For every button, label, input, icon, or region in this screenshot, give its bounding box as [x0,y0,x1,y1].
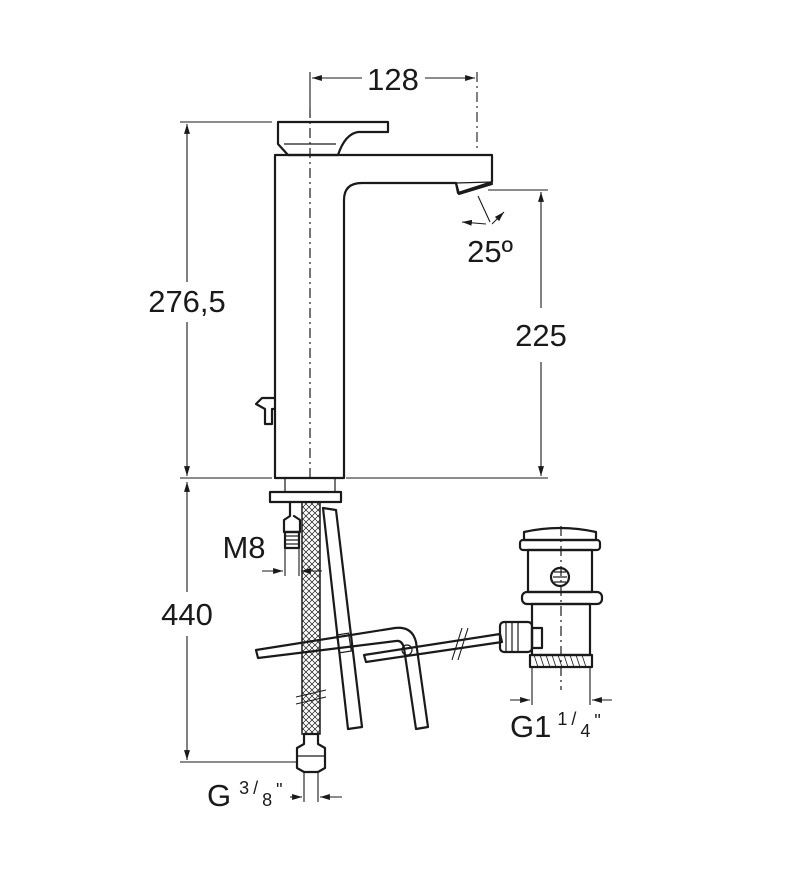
popup-linkage [254,506,504,731]
dimension-body-height: 276,5 [148,121,272,479]
waste-thread-label: G1 1 / 4 " [510,709,601,744]
dimension-spout-reach: 128 [309,62,478,150]
spout-reach-label: 128 [367,62,419,97]
waste-valve [498,526,604,690]
hose-length-label: 440 [161,597,213,632]
spout-angle-label: 25º [467,234,513,269]
dimension-stud-thread: M8 [222,530,322,576]
dimension-hose-thread: G 3 / 8 " [207,772,342,813]
body-height-label: 276,5 [148,284,226,319]
lever-handle [276,120,390,157]
dimension-waste-thread: G1 1 / 4 " [510,667,612,744]
faucet-column [273,153,494,480]
dimension-spout-clearance: 225 [346,189,567,479]
stud-thread-label: M8 [222,530,265,565]
dimension-spout-angle: 25º [461,195,513,269]
dimension-hose-length: 440 [161,482,296,763]
spout-clearance-label: 225 [515,318,567,353]
popup-lever [254,396,277,426]
faucet-body [254,108,494,480]
hose-thread-label: G 3 / 8 " [207,778,283,813]
hose-nut [295,732,327,774]
mounting-assembly [268,477,343,774]
